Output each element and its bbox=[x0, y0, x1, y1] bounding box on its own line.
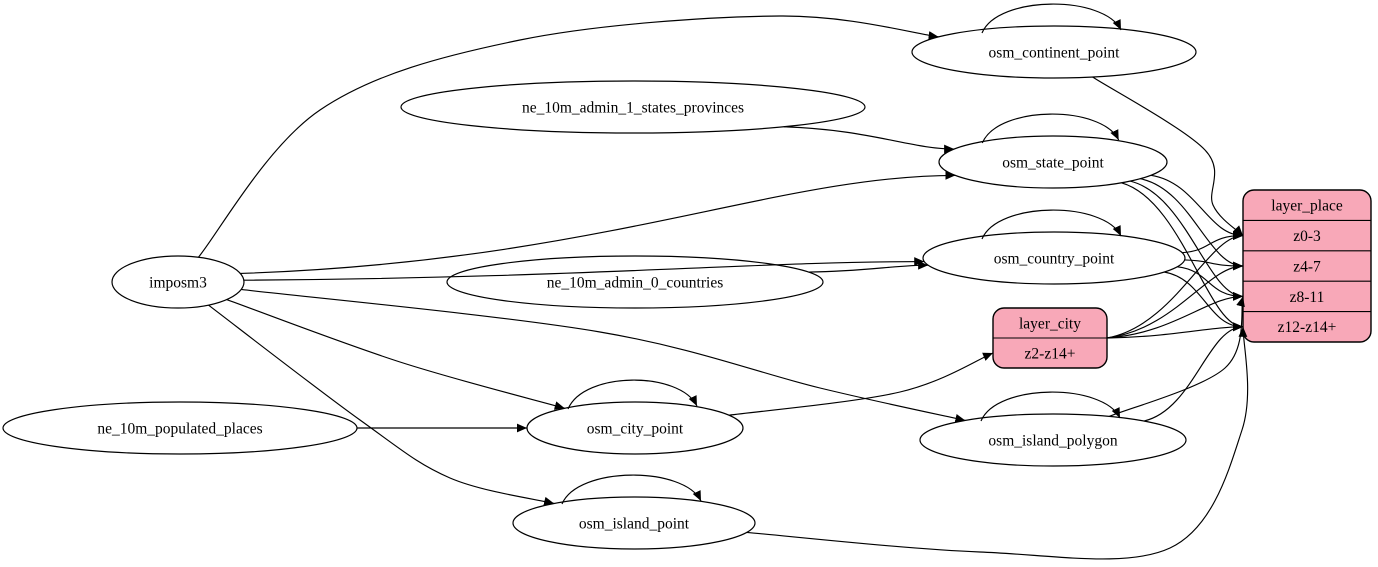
osm_island_polygon-ellipse bbox=[919, 413, 1187, 467]
self-loop-osm_island_point bbox=[561, 474, 702, 505]
edge-imposm3-to-osm_state_point bbox=[240, 171, 956, 275]
edge-osm_state_point-to-layer_place-z0-3 bbox=[1150, 174, 1244, 240]
self-loop-osm_island_polygon bbox=[980, 391, 1121, 422]
node-osm_city_point: osm_city_point bbox=[526, 401, 744, 455]
node-label-ne_10m_populated_places: ne_10m_populated_places bbox=[97, 420, 262, 437]
node-label-osm_country_point: osm_country_point bbox=[994, 250, 1115, 267]
ne_10m_admin_0_countries-ellipse bbox=[446, 255, 824, 309]
edge-osm_island_polygon-to-layer_place-z12-z14+ bbox=[1143, 322, 1244, 422]
edge-osm_state_point-to-layer_place-z4-7 bbox=[1140, 178, 1244, 271]
ne_10m_admin_1_states_provinces-ellipse bbox=[400, 80, 866, 134]
node-label-ne_10m_admin_0_countries: ne_10m_admin_0_countries bbox=[547, 274, 724, 291]
edge-imposm3-to-osm_island_point bbox=[208, 304, 555, 506]
node-osm_state_point: osm_state_point bbox=[938, 135, 1168, 189]
layer_place-row-z0-3: z0-3 bbox=[1293, 228, 1321, 245]
edge-osm_country_point-to-layer_place-z12-z14+ bbox=[1164, 271, 1244, 332]
edge-osm_state_point-to-layer_place-z12-z14+ bbox=[1121, 182, 1244, 332]
edge-osm_island_polygon-to-layer_place-z8-11 bbox=[1109, 296, 1245, 417]
node-osm_island_polygon: osm_island_polygon bbox=[919, 413, 1187, 467]
edge-osm_island_point-to-layer_place-z12-z14+ bbox=[746, 326, 1249, 560]
edge-osm_state_point-to-layer_place-z8-11 bbox=[1130, 180, 1244, 301]
self-loop-osm_country_point bbox=[981, 209, 1122, 240]
edge-ne_10m_admin_1_states_provinces-to-osm_state_point bbox=[783, 126, 955, 154]
node-imposm3: imposm3 bbox=[111, 255, 245, 309]
node-ne_10m_populated_places: ne_10m_populated_places bbox=[2, 401, 358, 455]
node-label-imposm3: imposm3 bbox=[149, 274, 207, 291]
record-title-layer_city: layer_city bbox=[1019, 315, 1081, 332]
node-layer: imposm3 ne_10m_admin_1_states_provincesne… bbox=[2, 25, 1372, 550]
node-osm_continent_point: osm_continent_point bbox=[911, 25, 1197, 79]
self-loop-osm_state_point bbox=[981, 113, 1120, 144]
node-layer_city: layer_city z2-z14+ bbox=[992, 307, 1108, 369]
record-title-layer_place: layer_place bbox=[1271, 198, 1343, 215]
osm_island_point-ellipse bbox=[512, 496, 756, 550]
edge-layer bbox=[197, 3, 1249, 560]
edge-layer_city-to-layer_place-z8-11 bbox=[1106, 292, 1244, 339]
layer_city-row-z2-z14+: z2-z14+ bbox=[1025, 345, 1076, 362]
node-label-osm_island_point: osm_island_point bbox=[579, 515, 690, 532]
node-label-osm_state_point: osm_state_point bbox=[1002, 154, 1104, 171]
node-label-osm_island_polygon: osm_island_polygon bbox=[988, 432, 1117, 449]
edge-imposm3-to-osm_island_polygon bbox=[241, 288, 966, 423]
edge-layer_city-to-layer_place-z4-7 bbox=[1106, 261, 1244, 339]
node-layer_place: layer_place z0-3 z4-7 z8-11 z12-z14+ bbox=[1242, 189, 1372, 343]
self-loop-osm_continent_point bbox=[981, 3, 1122, 34]
layer_place-row-z8-11: z8-11 bbox=[1290, 289, 1325, 306]
edge-layer_city-to-layer_place-z12-z14+ bbox=[1106, 322, 1244, 339]
node-osm_island_point: osm_island_point bbox=[512, 496, 756, 550]
osm_state_point-ellipse bbox=[938, 135, 1168, 189]
self-loop-osm_city_point bbox=[567, 379, 698, 410]
imposm3-ellipse bbox=[111, 255, 245, 309]
node-label-osm_city_point: osm_city_point bbox=[587, 420, 684, 437]
edge-osm_continent_point-to-layer_place-z0-3 bbox=[1092, 76, 1244, 237]
node-label-ne_10m_admin_1_states_provinces: ne_10m_admin_1_states_provinces bbox=[522, 99, 744, 116]
edge-ne_10m_admin_0_countries-to-osm_country_point bbox=[808, 260, 929, 273]
layer_place-row-z12-z14+: z12-z14+ bbox=[1278, 319, 1337, 336]
node-osm_country_point: osm_country_point bbox=[922, 231, 1186, 285]
node-ne_10m_admin_0_countries: ne_10m_admin_0_countries bbox=[446, 255, 824, 309]
layer_place-row-z4-7: z4-7 bbox=[1293, 258, 1321, 275]
osm_continent_point-ellipse bbox=[911, 25, 1197, 79]
edge-osm_city_point-to-layer_city-z2-z14+ bbox=[728, 352, 994, 416]
node-label-osm_continent_point: osm_continent_point bbox=[989, 44, 1121, 61]
edge-imposm3-to-osm_city_point bbox=[226, 299, 565, 410]
edge-imposm3-to-osm_continent_point bbox=[197, 15, 939, 258]
node-ne_10m_admin_1_states_provinces: ne_10m_admin_1_states_provinces bbox=[400, 80, 866, 134]
edge-imposm3-to-osm_country_point bbox=[243, 257, 925, 281]
edge-layer_city-to-layer_place-z0-3 bbox=[1106, 231, 1244, 339]
